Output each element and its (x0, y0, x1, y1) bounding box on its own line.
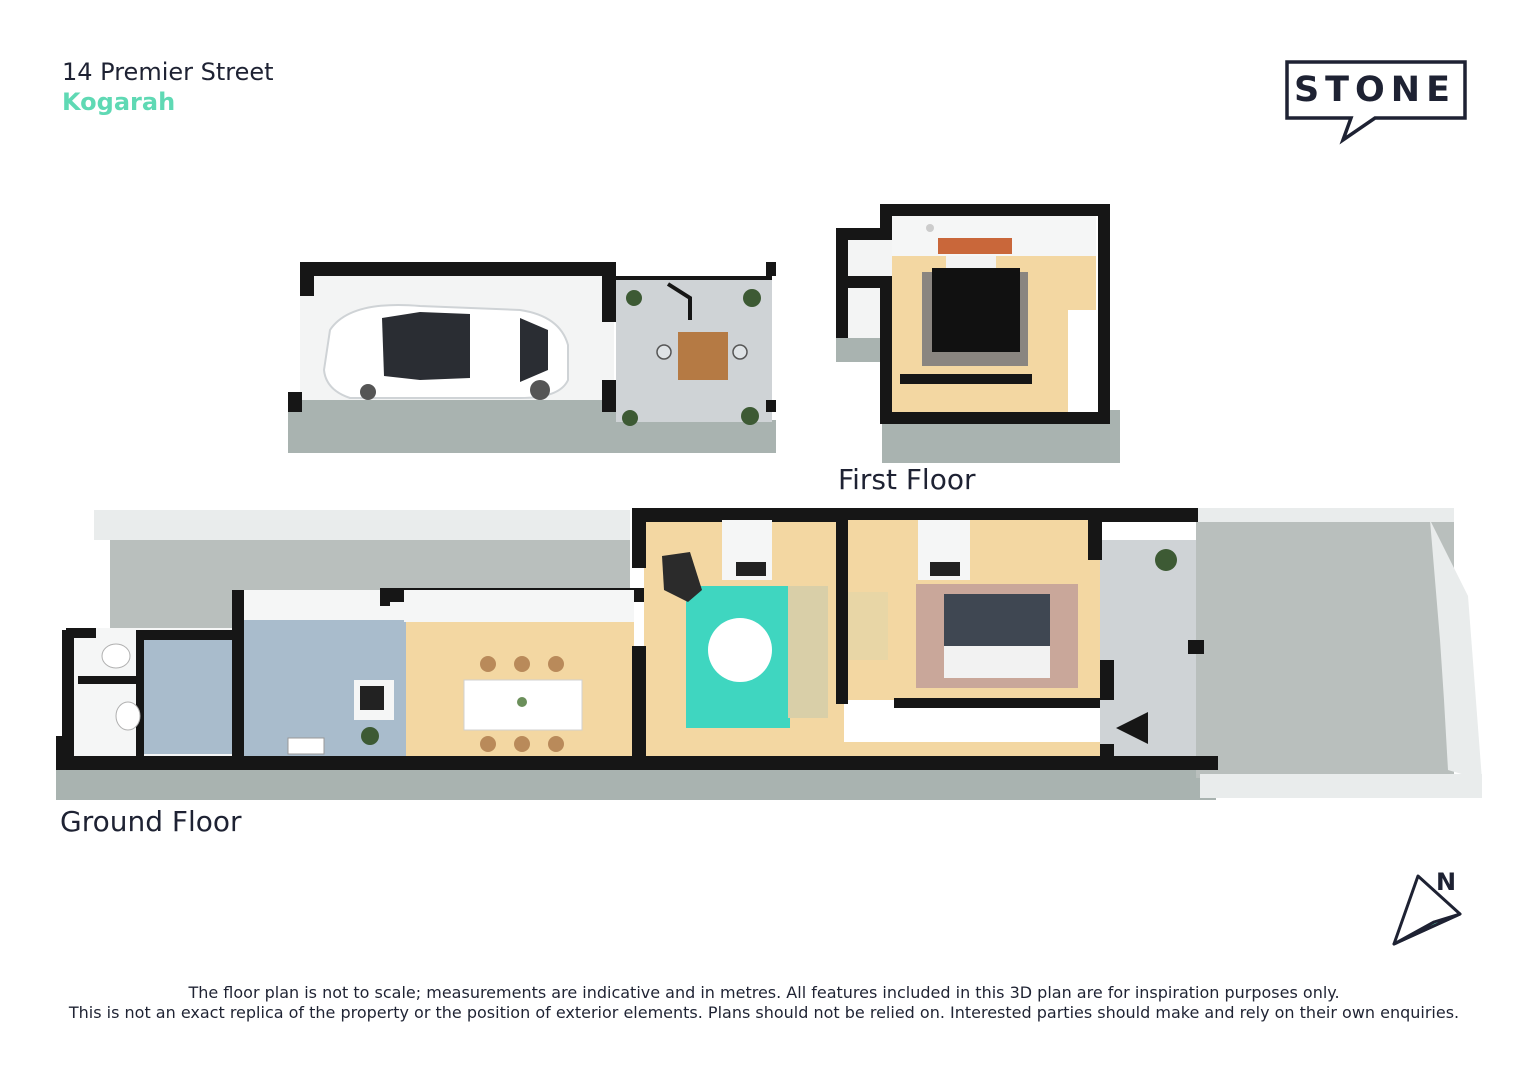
ground-floor-label: Ground Floor (60, 805, 242, 838)
car-icon (322, 304, 569, 400)
compass-north-label: N (1436, 868, 1457, 896)
entry-arrow-icon (1116, 712, 1148, 744)
front-yard (1196, 520, 1454, 778)
disclaimer-line-2: This is not an exact replica of the prop… (68, 1003, 1460, 1022)
courtyard (614, 262, 776, 453)
address-suburb: Kogarah (62, 88, 176, 116)
address-street: 14 Premier Street (62, 58, 274, 86)
garage-block (288, 262, 616, 453)
disclaimer-line-1: The floor plan is not to scale; measurem… (188, 983, 1340, 1002)
brand-name: STONE (1293, 70, 1457, 110)
stone-logo-icon (1285, 60, 1467, 145)
first-floor-label: First Floor (838, 463, 976, 496)
compass-icon (1392, 874, 1462, 946)
side-fence (94, 510, 630, 540)
first-floor-bedroom (836, 204, 1120, 463)
ground-base (56, 766, 1216, 800)
